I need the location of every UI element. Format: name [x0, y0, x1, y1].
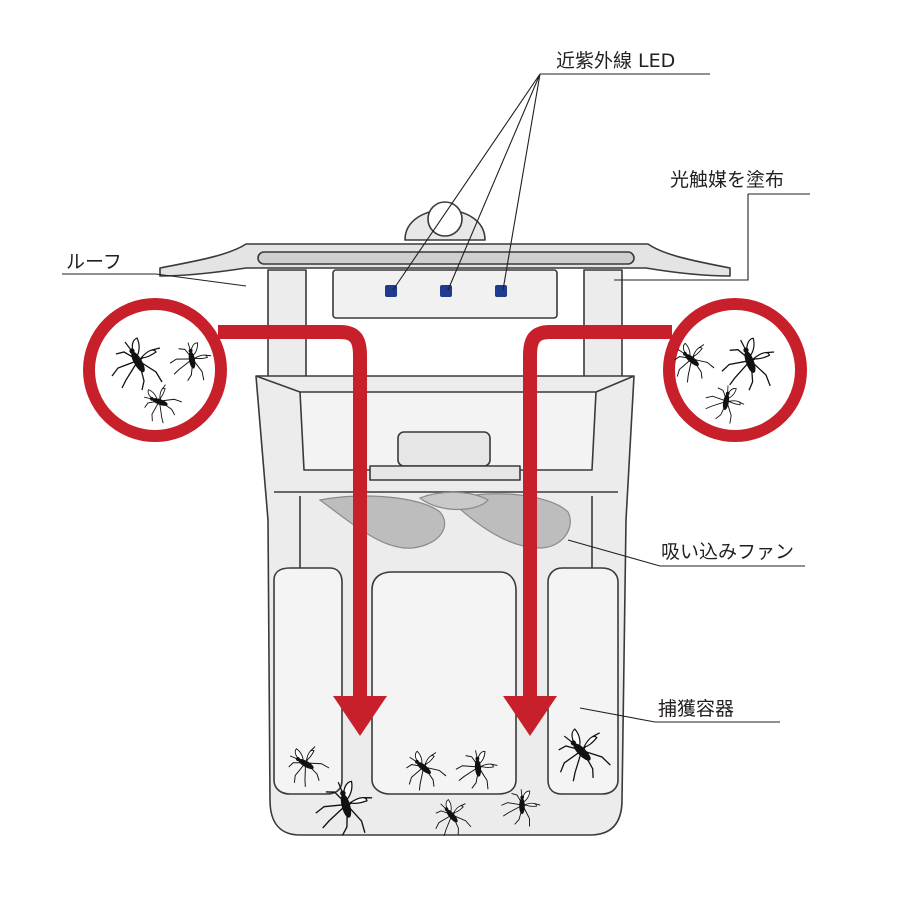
outer-mosquito-circle-left — [83, 298, 227, 442]
led-3 — [495, 285, 507, 297]
led-2 — [440, 285, 452, 297]
container-panel-center — [371, 571, 517, 795]
arrow-head-right — [503, 696, 557, 736]
label-roof: ルーフ — [66, 251, 122, 273]
intake-fan — [318, 491, 571, 549]
label-photocatalyst-coating: 光触媒を塗布 — [670, 168, 784, 191]
airflow-arrows — [218, 325, 672, 700]
arrow-head-left — [333, 696, 387, 736]
container-panel-right — [547, 567, 619, 795]
outer-mosquito-circle-right — [663, 298, 807, 442]
label-near-uv-led: 近紫外線 LED — [556, 50, 675, 72]
label-intake-fan: 吸い込みファン — [661, 541, 794, 563]
flow-arrow-right — [523, 325, 672, 700]
label-capture-container: 捕獲容器 — [658, 698, 734, 720]
photocatalyst-strip — [257, 251, 635, 265]
flow-arrow-left — [218, 325, 367, 700]
container-panel-left — [273, 567, 343, 795]
callout-lines — [62, 73, 810, 723]
